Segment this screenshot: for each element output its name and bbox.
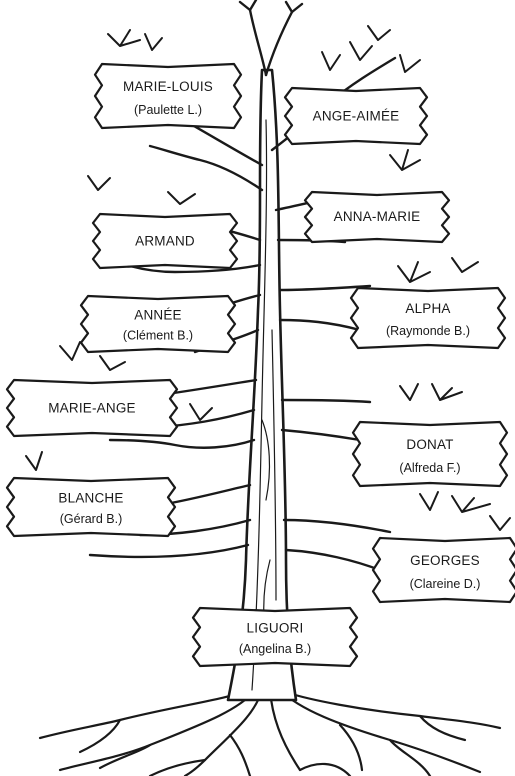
plaque-anna-marie: ANNA-MARIE (303, 190, 451, 244)
plaque-ange-aimee: ANGE-AIMÉE (283, 86, 429, 146)
plaque-shape (5, 378, 179, 438)
person-name: MARIE-ANGE (48, 400, 136, 415)
person-name: ANNÉE (134, 308, 182, 323)
spouse-name: (Clareine D.) (410, 577, 481, 591)
person-name: ALPHA (405, 301, 450, 316)
person-name: ARMAND (135, 233, 195, 248)
tree-roots (38, 688, 502, 776)
person-name: ANGE-AIMÉE (313, 108, 400, 123)
plaque-shape (351, 420, 509, 488)
spouse-name: (Gérard B.) (60, 512, 123, 526)
name-plaques: LIGUORI (Angelina B.) MARIE-LOUIS (Paulette… (5, 62, 515, 668)
plaque-alpha: ALPHA (Raymonde B.) (349, 286, 507, 350)
person-name: BLANCHE (58, 490, 123, 505)
person-name: GEORGES (410, 553, 480, 568)
spouse-name: (Paulette L.) (134, 103, 202, 117)
plaque-shape (5, 476, 177, 538)
plaque-shape (91, 212, 239, 270)
plaque-shape (283, 86, 429, 146)
plaque-shape (349, 286, 507, 350)
spouse-name: (Alfreda F.) (399, 461, 460, 475)
person-name: LIGUORI (247, 620, 304, 635)
spouse-name: (Clément B.) (123, 329, 193, 343)
person-name: ANNA-MARIE (334, 209, 421, 224)
spouse-name: (Angelina B.) (239, 642, 311, 656)
plaque-marie-louis: MARIE-LOUIS (Paulette L.) (93, 62, 243, 130)
plaque-blanche: BLANCHE (Gérard B.) (5, 476, 177, 538)
person-name: MARIE-LOUIS (123, 79, 213, 94)
plaque-root: LIGUORI (Angelina B.) (191, 606, 359, 668)
tree-twigs (25, 25, 511, 531)
plaque-shape (191, 606, 359, 668)
plaque-shape (93, 62, 243, 130)
plaque-donat: DONAT (Alfreda F.) (351, 420, 509, 488)
spouse-name: (Raymonde B.) (386, 324, 470, 338)
plaque-shape (303, 190, 451, 244)
plaque-shape (79, 294, 237, 354)
plaque-shape (371, 536, 515, 604)
plaque-georges: GEORGES (Clareine D.) (371, 536, 515, 604)
plaque-marie-ange: MARIE-ANGE (5, 378, 179, 438)
plaque-armand: ARMAND (91, 212, 239, 270)
plaque-annee: ANNÉE (Clément B.) (79, 294, 237, 354)
person-name: DONAT (406, 437, 453, 452)
